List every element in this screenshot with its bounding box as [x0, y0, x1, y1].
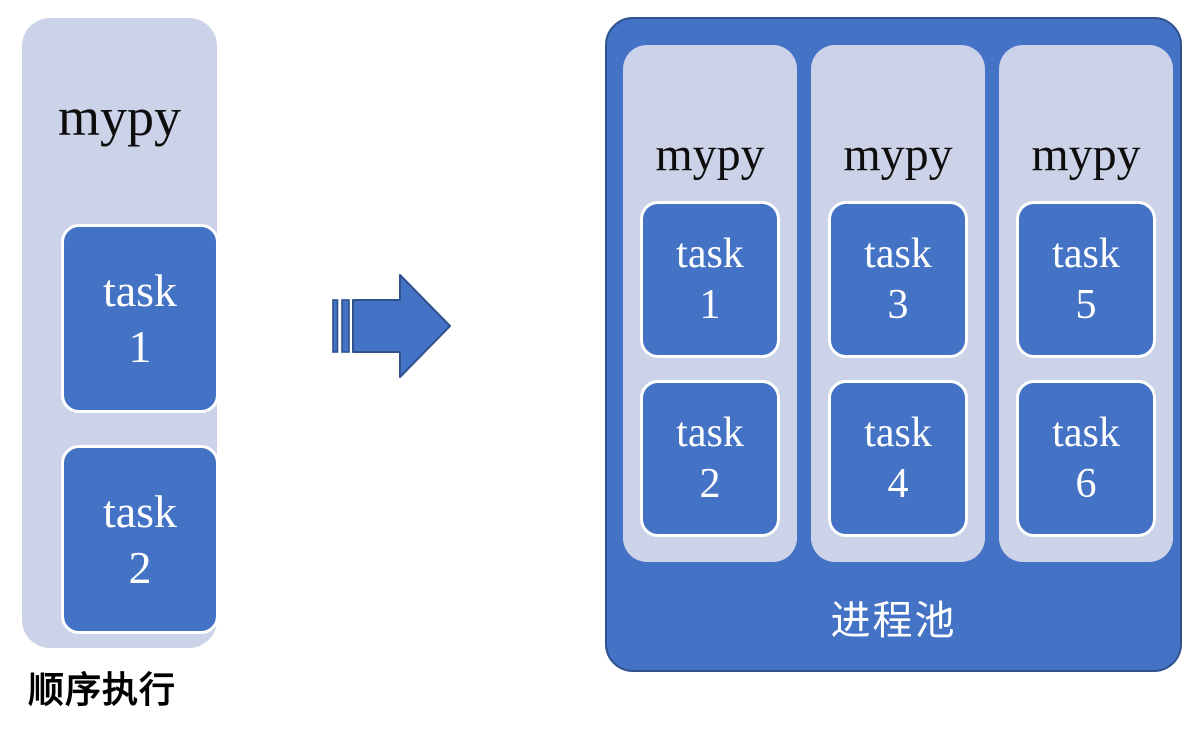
task-word: task — [102, 265, 178, 317]
task-number: 2 — [699, 460, 721, 507]
task-number: 5 — [1075, 281, 1097, 328]
task-word: task — [864, 410, 932, 457]
process-title: mypy — [843, 128, 953, 181]
task-number: 1 — [128, 320, 152, 372]
process-title: mypy — [1031, 128, 1141, 181]
task-number: 3 — [887, 281, 909, 328]
task-word: task — [102, 486, 178, 538]
process-title: mypy — [655, 128, 765, 181]
task-number: 1 — [699, 281, 721, 328]
task-box-2: task 2 — [640, 380, 780, 537]
task-number: 2 — [128, 541, 152, 593]
process-pool-panel: mypy task 1 task 2 mypy task 3 task — [605, 17, 1182, 672]
worker-column-3: mypy task 5 task 6 — [999, 45, 1173, 562]
task-box-6: task 6 — [1016, 380, 1156, 537]
pool-caption: 进程池 — [830, 599, 957, 643]
task-box-1: task 1 — [61, 224, 219, 413]
task-word: task — [676, 231, 744, 278]
task-box-5: task 5 — [1016, 201, 1156, 358]
task-word: task — [1052, 231, 1120, 278]
task-word: task — [864, 231, 932, 278]
sequential-caption: 顺序执行 — [28, 669, 177, 710]
task-number: 4 — [887, 460, 909, 507]
sequential-process-panel: mypy task 1 task 2 — [22, 18, 219, 648]
striped-right-arrow-icon — [332, 274, 451, 378]
worker-column-1: mypy task 1 task 2 — [623, 45, 797, 562]
worker-column-2: mypy task 3 task 4 — [811, 45, 985, 562]
task-number: 6 — [1075, 460, 1097, 507]
process-title: mypy — [57, 87, 181, 147]
task-box-2: task 2 — [61, 445, 219, 634]
task-word: task — [676, 410, 744, 457]
task-box-4: task 4 — [828, 380, 968, 537]
task-box-1: task 1 — [640, 201, 780, 358]
task-box-3: task 3 — [828, 201, 968, 358]
worker-columns: mypy task 1 task 2 mypy task 3 task — [623, 45, 1173, 562]
task-word: task — [1052, 410, 1120, 457]
